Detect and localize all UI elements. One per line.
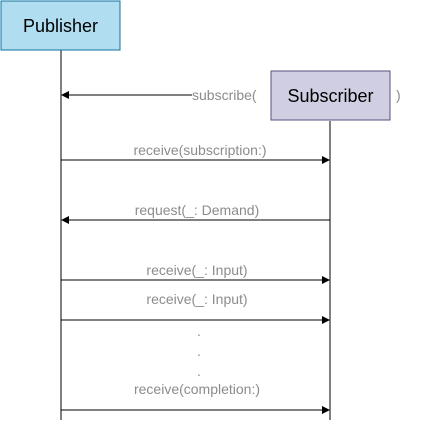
publisher-participant[interactable]: Publisher [0,0,121,51]
subscriber-box [270,70,391,121]
receive-completion-label: receive(completion:) [134,381,260,397]
request-label: request(_: Demand) [135,202,260,218]
receive-input-2-label: receive(_: Input) [146,291,247,307]
ellipsis-dot: . [197,323,201,339]
subscribe-close-paren: ) [396,87,401,103]
receive-subscription-label: receive(subscription:) [133,142,266,158]
subscriber-label: Subscriber [287,86,373,106]
receive-input-1-label: receive(_: Input) [146,262,247,278]
publisher-box [0,0,121,51]
publisher-label: Publisher [23,16,98,36]
ellipsis: ... [197,323,201,379]
ellipsis-dot: . [197,363,201,379]
subscriber-participant[interactable]: Subscriber [270,70,391,121]
subscribe-label: subscribe( [192,87,257,103]
ellipsis-dot: . [197,343,201,359]
